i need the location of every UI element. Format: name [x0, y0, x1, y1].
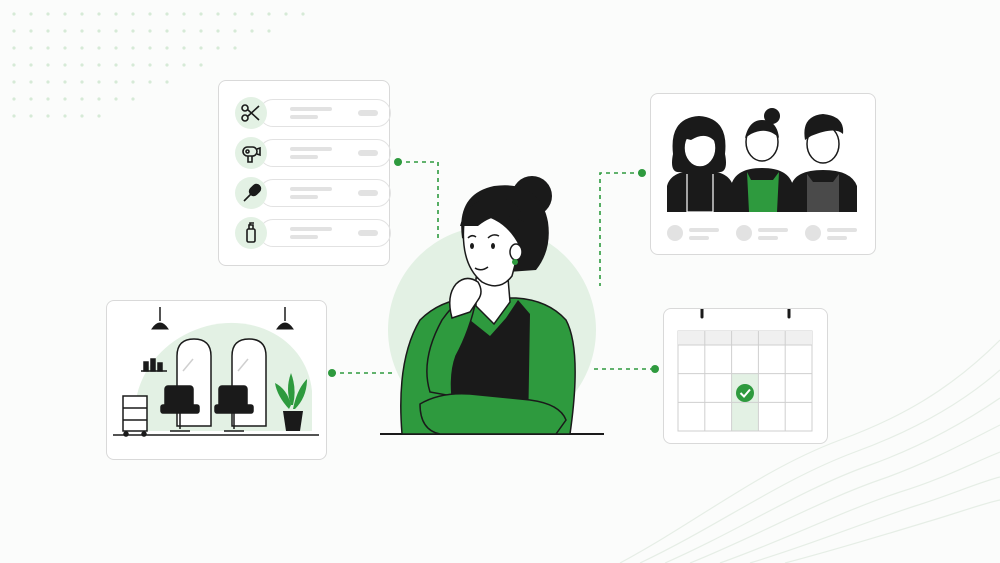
scissors-icon [235, 97, 267, 129]
product-bottle-icon [235, 217, 267, 249]
ceiling-lamp-icon [151, 307, 294, 330]
salon-chair-icon [160, 385, 254, 432]
trolley-icon [122, 395, 148, 437]
hair-brush-icon [235, 177, 267, 209]
shelf-icon [141, 358, 167, 372]
services-card [218, 80, 391, 266]
plant-icon [275, 373, 307, 431]
connector-dots [328, 158, 659, 377]
wave-lines-decor [619, 339, 1000, 563]
dot-grid-decor [12, 12, 305, 118]
calendar-illustration [677, 301, 813, 432]
calendar-card [663, 301, 828, 444]
hair-dryer-icon [235, 137, 267, 169]
team-member-avatar [667, 116, 733, 213]
salon-interior-illustration [113, 307, 319, 437]
service-item [235, 217, 391, 249]
check-icon [736, 384, 754, 402]
team-illustration [667, 108, 857, 241]
team-card [650, 93, 876, 255]
team-member-avatar [791, 114, 857, 212]
service-item [235, 137, 391, 169]
service-item [235, 97, 391, 129]
service-item [235, 177, 391, 209]
team-member-avatar [731, 108, 793, 212]
salon-card [106, 300, 327, 460]
connector-lines [332, 161, 655, 374]
